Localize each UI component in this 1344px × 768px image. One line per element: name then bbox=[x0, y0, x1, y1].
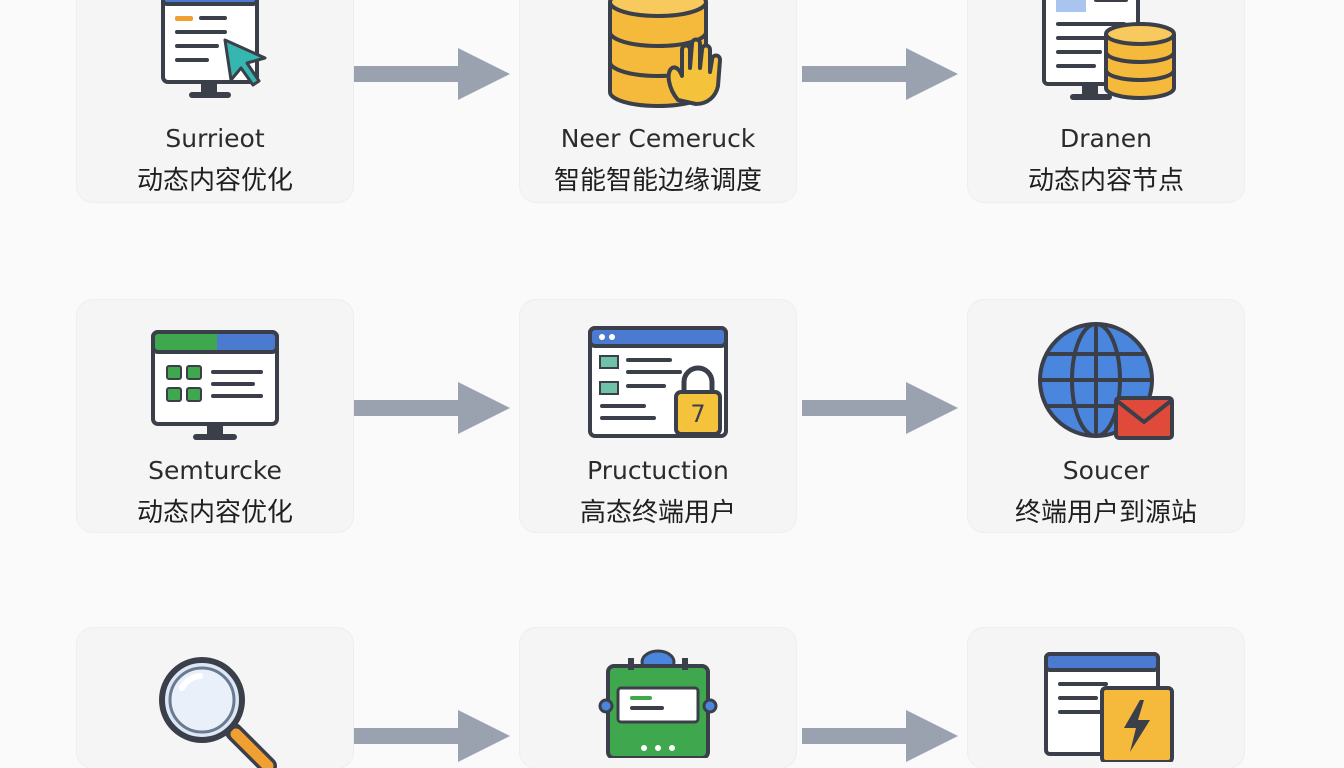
card-semturcke: Semturcke 动态内容优化 bbox=[77, 300, 353, 532]
database-hand-icon bbox=[608, 0, 722, 108]
card-subtitle: 动态内容优化 bbox=[136, 498, 293, 528]
card-magnifier bbox=[77, 628, 353, 768]
card-lightning-doc bbox=[968, 628, 1244, 768]
card-subtitle: 终端用户到源站 bbox=[1014, 498, 1197, 528]
card-title: Surrieot bbox=[165, 124, 265, 153]
card-title: Neer Cemeruck bbox=[560, 124, 756, 153]
card-neer-cemeruck: Neer Cemeruck 智能智能边缘调度 bbox=[520, 0, 796, 202]
card-subtitle: 动态内容节点 bbox=[1027, 166, 1184, 196]
arrow-right-icon bbox=[354, 710, 510, 762]
arrow-right-icon bbox=[354, 382, 510, 434]
card-server bbox=[520, 628, 796, 768]
magnifier-icon bbox=[159, 657, 277, 768]
lock-label: 7 bbox=[690, 400, 705, 428]
arrow-right-icon bbox=[802, 48, 958, 100]
globe-mail-icon bbox=[1038, 322, 1174, 440]
card-dranen: Dranen 动态内容节点 bbox=[968, 0, 1244, 202]
document-lightning-icon bbox=[1044, 652, 1174, 762]
server-icon bbox=[598, 649, 718, 758]
monitor-cursor-icon bbox=[161, 0, 267, 98]
card-subtitle: 动态内容优化 bbox=[136, 166, 293, 196]
card-soucer: Soucer 终端用户到源站 bbox=[968, 300, 1244, 532]
card-subtitle: 高态终端用户 bbox=[579, 498, 736, 528]
card-title: Dranen bbox=[1060, 124, 1152, 153]
arrow-right-icon bbox=[802, 382, 958, 434]
browser-lock-icon: 7 bbox=[588, 326, 728, 438]
arrow-right-icon bbox=[802, 710, 958, 762]
card-pructuction: 7 Pructuction 高态终端用户 bbox=[520, 300, 796, 532]
card-surrieot: Surrieot 动态内容优化 bbox=[77, 0, 353, 202]
arrow-right-icon bbox=[354, 48, 510, 100]
dashboard-monitor-icon bbox=[151, 330, 279, 440]
card-subtitle: 智能智能边缘调度 bbox=[553, 166, 762, 196]
document-database-icon bbox=[1042, 0, 1176, 100]
card-title: Pructuction bbox=[587, 456, 729, 485]
card-title: Semturcke bbox=[148, 456, 282, 485]
card-title: Soucer bbox=[1062, 456, 1150, 485]
